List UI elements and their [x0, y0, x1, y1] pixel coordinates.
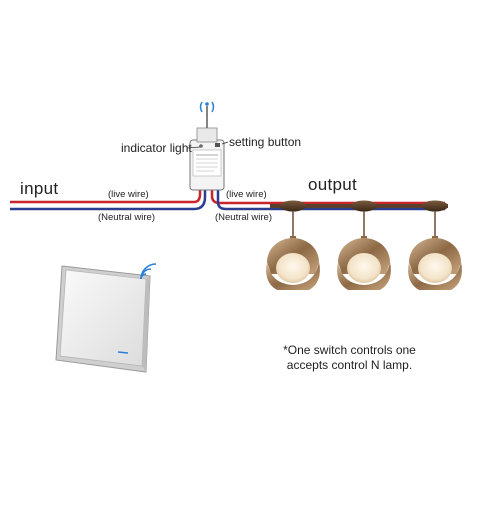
lamp-glow [347, 253, 381, 283]
output-neutral-drop [216, 186, 445, 211]
setting-button-nub [215, 143, 220, 147]
antenna-tip [205, 102, 209, 106]
output-label: output [308, 175, 358, 194]
lamp-glow [418, 253, 452, 283]
input-neutral-drop [193, 186, 207, 211]
indicator-light-dot [199, 144, 203, 148]
switch-indicator-line [117, 351, 129, 354]
receiver-module [189, 101, 225, 191]
input-wires [10, 186, 207, 211]
lamp-shade-front [266, 262, 320, 290]
lamp-canopy [351, 200, 377, 212]
pendant-lamp-3 [408, 200, 462, 290]
output-live-drop [210, 186, 445, 205]
setting-pointer [221, 141, 229, 145]
usage-note: *One switch controls one accepts control… [262, 343, 437, 373]
wireless-wall-switch[interactable] [55, 263, 157, 373]
switch-edge-shadow [142, 276, 150, 372]
pendant-lamp-2 [337, 200, 391, 290]
input-live-drop [193, 186, 202, 204]
lamp-canopy [422, 200, 448, 212]
setting-button-label: setting button [229, 135, 302, 149]
lamp-shade-front [408, 262, 462, 290]
switch-panel[interactable] [59, 269, 147, 367]
antenna-wave-left [199, 101, 203, 113]
antenna-wave-right [211, 101, 215, 113]
pendant-lamp-1 [266, 200, 320, 290]
usage-note-line-2: accepts control N lamp. [286, 358, 413, 372]
lamp-shade-front [337, 262, 391, 290]
indicator-pointer [186, 146, 201, 149]
lamp-canopy [280, 200, 306, 212]
input-label: input [20, 179, 59, 198]
receiver-top-block [196, 127, 218, 143]
neutral-wire-label-left: (Neutral wire) [98, 212, 156, 223]
lamp-glow [276, 253, 310, 283]
usage-note-line-1: *One switch controls one [283, 343, 416, 357]
indicator-light-label: indicator light [121, 141, 192, 155]
neutral-wire-label-right: (Neutral wire) [215, 212, 273, 223]
live-wire-label-right: (live wire) [226, 189, 267, 200]
wifi-signal-icon [140, 263, 157, 280]
live-wire-label-left: (live wire) [108, 189, 149, 200]
